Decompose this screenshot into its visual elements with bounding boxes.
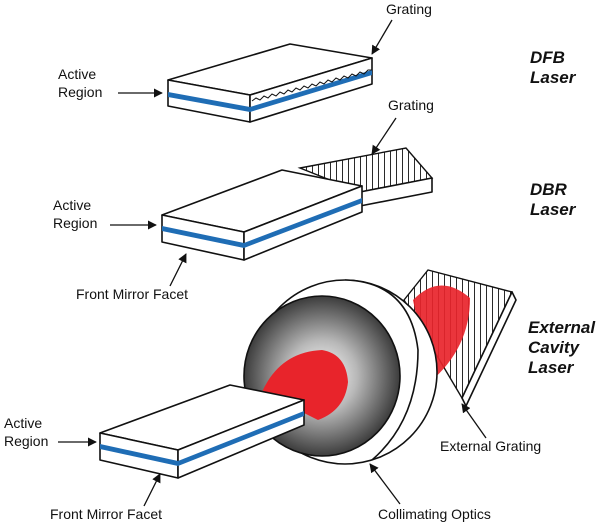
external-cavity-chip (99, 384, 305, 479)
dfb-title: DFB Laser (530, 48, 577, 87)
dfb-title-line1: DFB (530, 48, 565, 67)
ext-facet-label: Front Mirror Facet (50, 506, 162, 522)
dfb-title-line2: Laser (530, 68, 577, 87)
ext-title: External Cavity Laser (528, 318, 596, 377)
dbr-title: DBR Laser (530, 180, 577, 219)
dbr-facet-arrow (169, 253, 187, 287)
dfb-grating-label: Grating (386, 1, 432, 17)
dfb-active-label-line2: Region (58, 84, 102, 100)
ext-facet-arrow (143, 473, 161, 507)
ext-title-line3: Laser (528, 358, 575, 377)
ext-grating-label: External Grating (440, 438, 541, 454)
dbr-facet-label: Front Mirror Facet (76, 286, 188, 302)
ext-grating-arrow (461, 403, 487, 439)
ext-title-line1: External (528, 318, 596, 337)
ext-active-label-line2: Region (4, 433, 48, 449)
ext-active-label-line1: Active (4, 415, 42, 431)
dfb-grating-arrow (371, 19, 393, 55)
dbr-title-line1: DBR (530, 180, 568, 199)
ext-optics-label: Collimating Optics (378, 506, 491, 522)
dbr-active-label-line1: Active (53, 197, 91, 213)
dbr-grating-label: Grating (388, 97, 434, 113)
dbr-laser-chip (161, 147, 434, 261)
dbr-active-label-line2: Region (53, 215, 97, 231)
dfb-active-label-line1: Active (58, 66, 96, 82)
dbr-title-line2: Laser (530, 200, 577, 219)
dbr-grating-arrow (371, 117, 397, 155)
dfb-laser-chip (167, 43, 373, 123)
ext-optics-arrow (369, 463, 401, 505)
ext-title-line2: Cavity (528, 338, 581, 357)
